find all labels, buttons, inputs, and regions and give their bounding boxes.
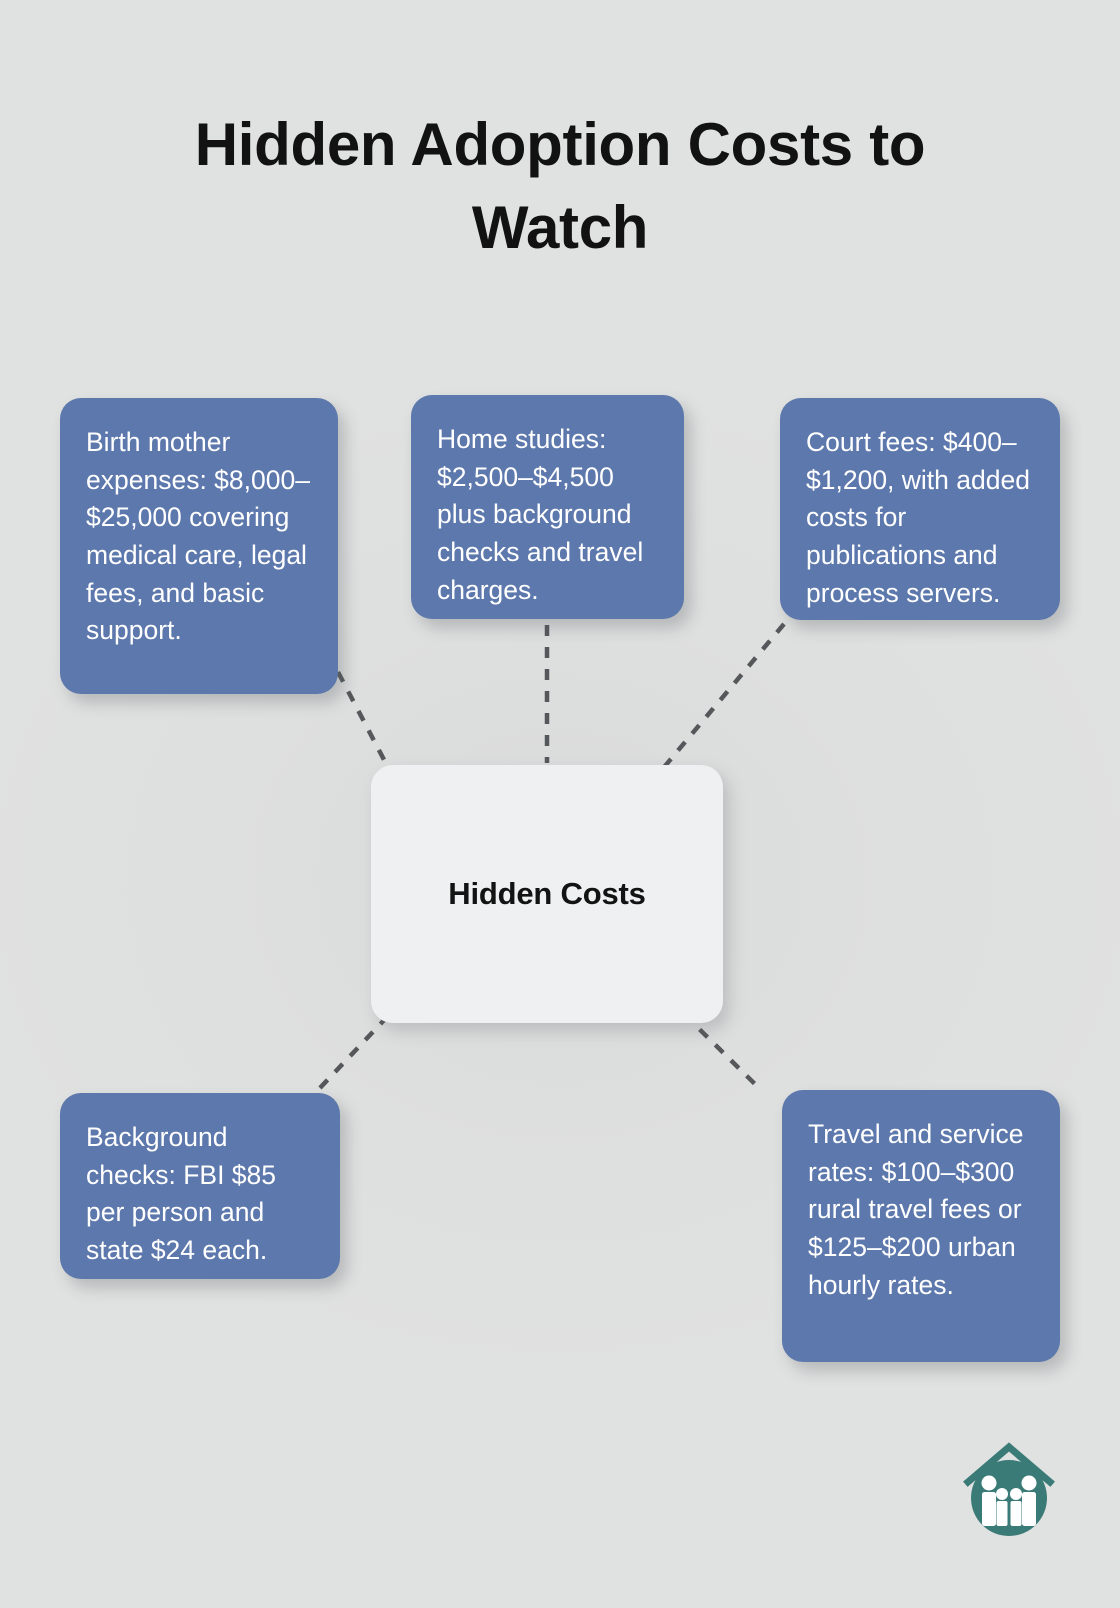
family-house-logo-icon xyxy=(963,1442,1055,1536)
node-birth-mother-expenses-label: Birth mother expenses: $8,000–$25,000 co… xyxy=(86,427,310,646)
node-background-checks[interactable]: Background checks: FBI $85 per person an… xyxy=(60,1093,340,1279)
center-node-hidden-costs[interactable]: Hidden Costs xyxy=(371,765,723,1023)
family-house-logo xyxy=(957,1430,1061,1540)
node-travel-and-service-rates-label: Travel and service rates: $100–$300 rura… xyxy=(808,1119,1024,1300)
node-court-fees[interactable]: Court fees: $400–$1,200, with added cost… xyxy=(780,398,1060,620)
connector-background-checks xyxy=(316,1014,390,1092)
connector-birth-mother xyxy=(336,670,394,777)
center-node-label: Hidden Costs xyxy=(448,876,646,911)
node-court-fees-label: Court fees: $400–$1,200, with added cost… xyxy=(806,427,1030,608)
node-background-checks-label: Background checks: FBI $85 per person an… xyxy=(86,1122,277,1265)
node-birth-mother-expenses[interactable]: Birth mother expenses: $8,000–$25,000 co… xyxy=(60,398,338,694)
node-home-studies[interactable]: Home studies: $2,500–$4,500 plus backgro… xyxy=(411,395,684,619)
node-home-studies-label: Home studies: $2,500–$4,500 plus backgro… xyxy=(437,424,644,605)
connector-travel-rates xyxy=(682,1012,764,1093)
connector-court-fees xyxy=(658,622,786,774)
page-title: Hidden Adoption Costs to Watch xyxy=(194,111,926,261)
node-travel-and-service-rates[interactable]: Travel and service rates: $100–$300 rura… xyxy=(782,1090,1060,1362)
